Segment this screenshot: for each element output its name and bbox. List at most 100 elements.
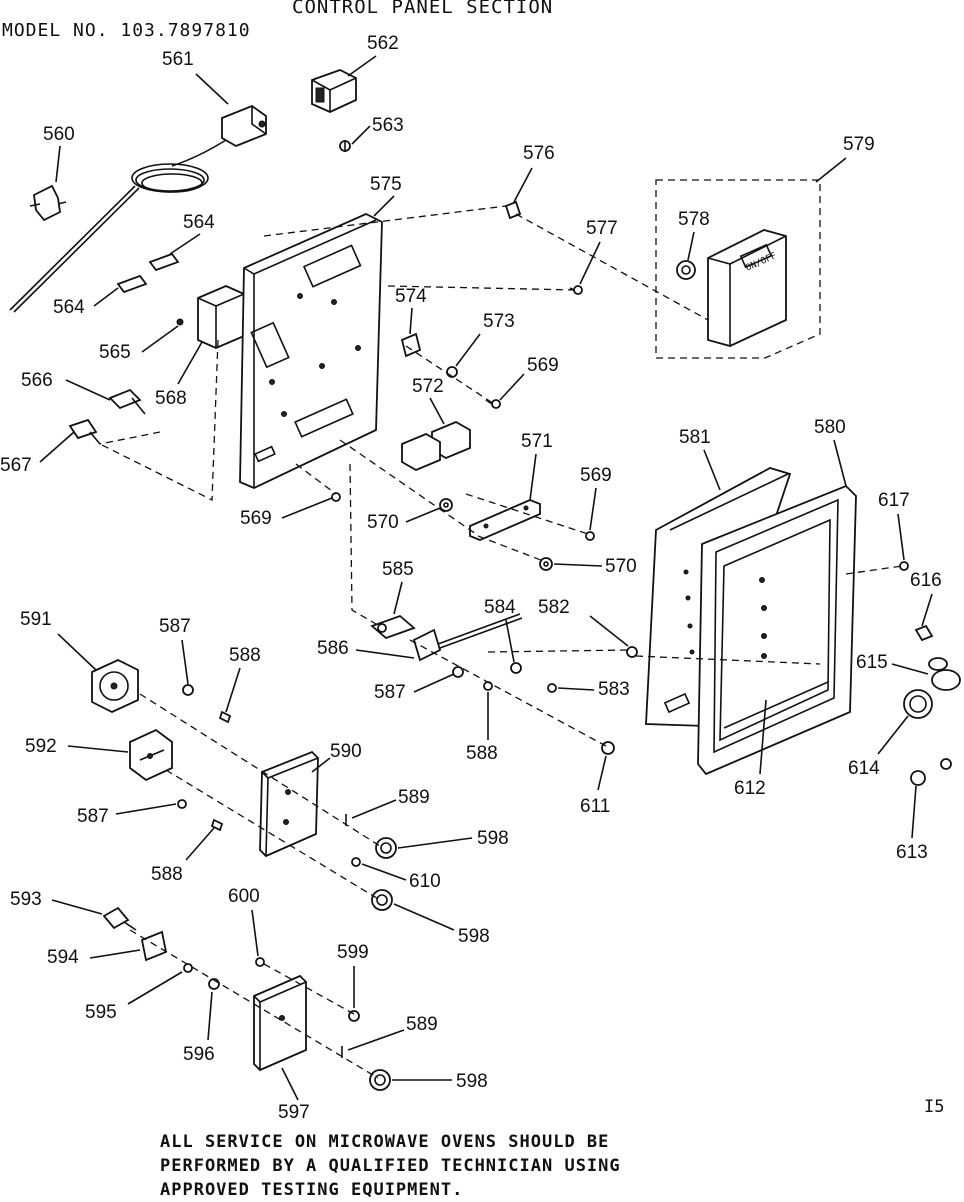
part-washer-595 [183, 963, 193, 973]
diagram-title: CONTROL PANEL SECTION [292, 0, 554, 18]
callout-597: 597 [278, 1102, 310, 1123]
part-switch-593 [102, 906, 137, 931]
callout-598: 598 [477, 828, 509, 849]
model-number: MODEL NO. 103.7897810 [2, 20, 251, 41]
callouts: 560 561 562 563 564 564 565 566 567 568 … [0, 33, 942, 1123]
service-note-line: PERFORMED BY A QUALIFIED TECHNICIAN USIN… [160, 1156, 621, 1176]
callout-561: 561 [162, 49, 194, 70]
part-knob-598c [369, 1069, 391, 1091]
callout-588: 588 [229, 645, 261, 666]
service-note-line: APPROVED TESTING EQUIPMENT. [160, 1180, 464, 1200]
callout-595: 595 [85, 1002, 117, 1023]
part-screw-569c [585, 531, 595, 541]
callout-598: 598 [458, 926, 490, 947]
callout-594: 594 [47, 947, 79, 968]
part-nut-570b [539, 557, 553, 571]
callout-599: 599 [337, 942, 369, 963]
callout-610: 610 [409, 871, 441, 892]
part-switch-560 [29, 184, 67, 222]
callout-565: 565 [99, 342, 131, 363]
callout-564: 564 [183, 212, 215, 233]
callout-569: 569 [527, 355, 559, 376]
callout-570: 570 [367, 512, 399, 533]
assembly-lines [99, 205, 903, 1079]
callout-613: 613 [896, 842, 928, 863]
callout-616: 616 [910, 570, 942, 591]
callout-596: 596 [183, 1044, 215, 1065]
part-knob-614 [903, 689, 933, 719]
part-nut-573 [446, 366, 458, 378]
part-nut-587b [452, 666, 464, 678]
callout-562: 562 [367, 33, 399, 54]
callout-586: 586 [317, 638, 349, 659]
callout-580: 580 [814, 417, 846, 438]
part-thermostat-561 [9, 104, 267, 313]
callout-588: 588 [151, 864, 183, 885]
callout-577: 577 [586, 218, 618, 239]
callout-587: 587 [374, 682, 406, 703]
callout-569: 569 [240, 508, 272, 529]
callout-583: 583 [598, 679, 630, 700]
callout-582: 582 [538, 597, 570, 618]
part-screw-588a [218, 710, 232, 724]
part-bracket-568 [197, 285, 245, 349]
part-nut-587c [177, 799, 187, 809]
callout-576: 576 [523, 143, 555, 164]
callout-590: 590 [330, 741, 362, 762]
part-screw-563 [339, 140, 351, 152]
callout-600: 600 [228, 886, 260, 907]
part-knob-615 [928, 657, 961, 691]
part-screw-600 [255, 957, 265, 967]
part-contact-564a [148, 252, 180, 272]
callout-593: 593 [10, 889, 42, 910]
callout-588: 588 [466, 743, 498, 764]
callout-585: 585 [382, 559, 414, 580]
part-screw-588b [483, 681, 493, 691]
callout-615: 615 [856, 652, 888, 673]
part-nut-570a [439, 498, 453, 512]
callout-568: 568 [155, 388, 187, 409]
service-note-line: ALL SERVICE ON MICROWAVE OVENS SHOULD BE [160, 1132, 610, 1152]
part-frame-580 [697, 484, 857, 776]
part-assembly-579: ON/OFF [655, 179, 821, 359]
callout-564: 564 [53, 297, 85, 318]
callout-567: 567 [0, 455, 32, 476]
callout-579: 579 [843, 134, 875, 155]
part-latch-585 [370, 614, 416, 640]
part-screw-569a [485, 399, 501, 409]
callout-589: 589 [398, 787, 430, 808]
part-relay-562 [311, 69, 357, 113]
callout-617: 617 [878, 490, 910, 511]
callout-612: 612 [734, 778, 766, 799]
part-clip-616 [914, 624, 934, 642]
part-screw-588c [210, 818, 224, 832]
callout-589: 589 [406, 1014, 438, 1035]
part-knob-598a [375, 837, 397, 859]
part-screw-610 [351, 857, 361, 867]
part-timer-591 [91, 659, 139, 713]
callout-584: 584 [484, 597, 516, 618]
part-knob-598b [371, 889, 393, 911]
callout-611: 611 [580, 796, 610, 817]
page-number: I5 [924, 1097, 945, 1117]
part-chassis-575 [239, 213, 383, 489]
part-nut-587a [182, 684, 194, 696]
service-note: ALL SERVICE ON MICROWAVE OVENS SHOULD BE… [160, 1130, 621, 1202]
part-clip-574 [400, 332, 422, 358]
part-screw-617 [899, 561, 909, 571]
part-screw-565 [176, 318, 184, 326]
callout-614: 614 [848, 758, 880, 779]
callout-570: 570 [605, 556, 637, 577]
callout-587: 587 [77, 806, 109, 827]
callout-572: 572 [412, 376, 444, 397]
part-plate-590 [259, 750, 319, 858]
part-plunger-566 [108, 388, 146, 415]
callout-592: 592 [25, 736, 57, 757]
callout-578: 578 [678, 209, 710, 230]
callout-566: 566 [21, 370, 53, 391]
part-switch-592 [129, 728, 173, 782]
part-washer-582 [626, 646, 638, 658]
callout-575: 575 [370, 174, 402, 195]
part-knob-613 [910, 758, 952, 786]
part-bracket-571 [469, 499, 541, 541]
